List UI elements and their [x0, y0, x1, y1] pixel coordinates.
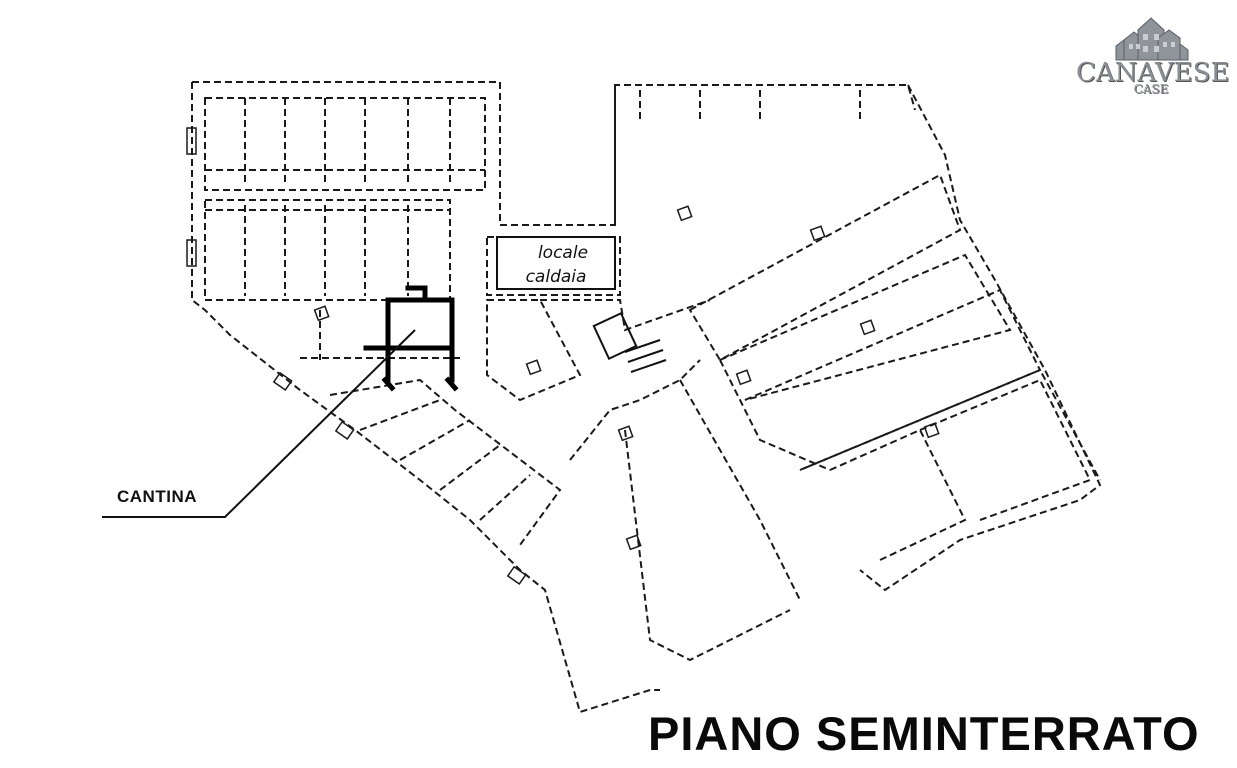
cantina-highlight — [363, 285, 459, 392]
cantina-leader-line — [102, 329, 416, 518]
logo-wordmark: CANAVESE — [1076, 58, 1230, 88]
brand-logo: CANAVESE CASE — [1076, 14, 1230, 100]
plan-walls — [191, 81, 1102, 714]
stair-block — [592, 312, 667, 373]
boiler-room-label-line1: locale — [538, 243, 588, 263]
boiler-room: locale caldaia — [496, 236, 616, 290]
boiler-room-label-line2: caldaia — [526, 267, 587, 287]
plan-fixtures — [186, 127, 940, 585]
page-title: PIANO SEMINTERRATO — [648, 707, 1200, 760]
houses-icon — [1115, 17, 1189, 61]
logo-subtitle: CASE — [1133, 82, 1169, 96]
cantina-label: CANTINA — [117, 487, 197, 506]
